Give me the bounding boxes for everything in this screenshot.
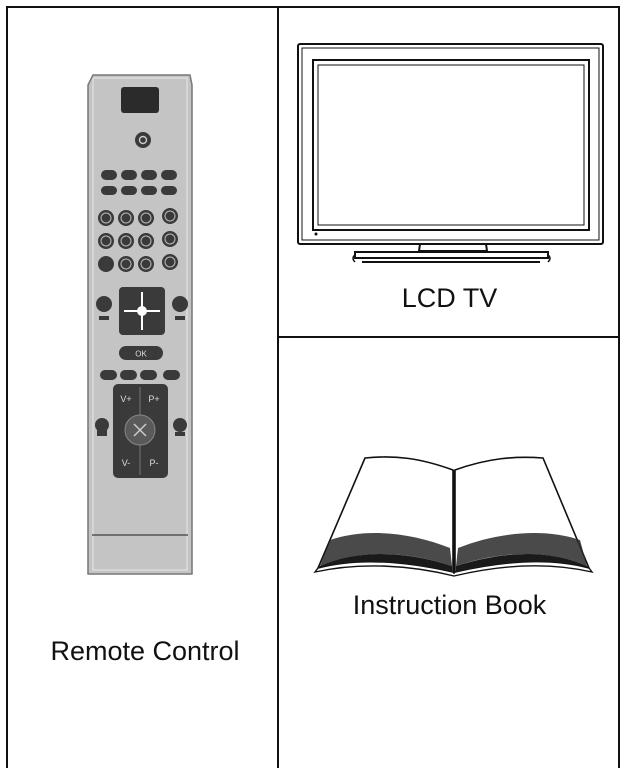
lcd-tv-label: LCD TV	[401, 283, 498, 313]
row-divider	[279, 336, 620, 338]
table-frame	[6, 6, 620, 768]
remote-control-label: Remote Control	[50, 636, 240, 666]
instruction-book-label: Instruction Book	[352, 590, 547, 620]
column-divider	[277, 6, 279, 768]
